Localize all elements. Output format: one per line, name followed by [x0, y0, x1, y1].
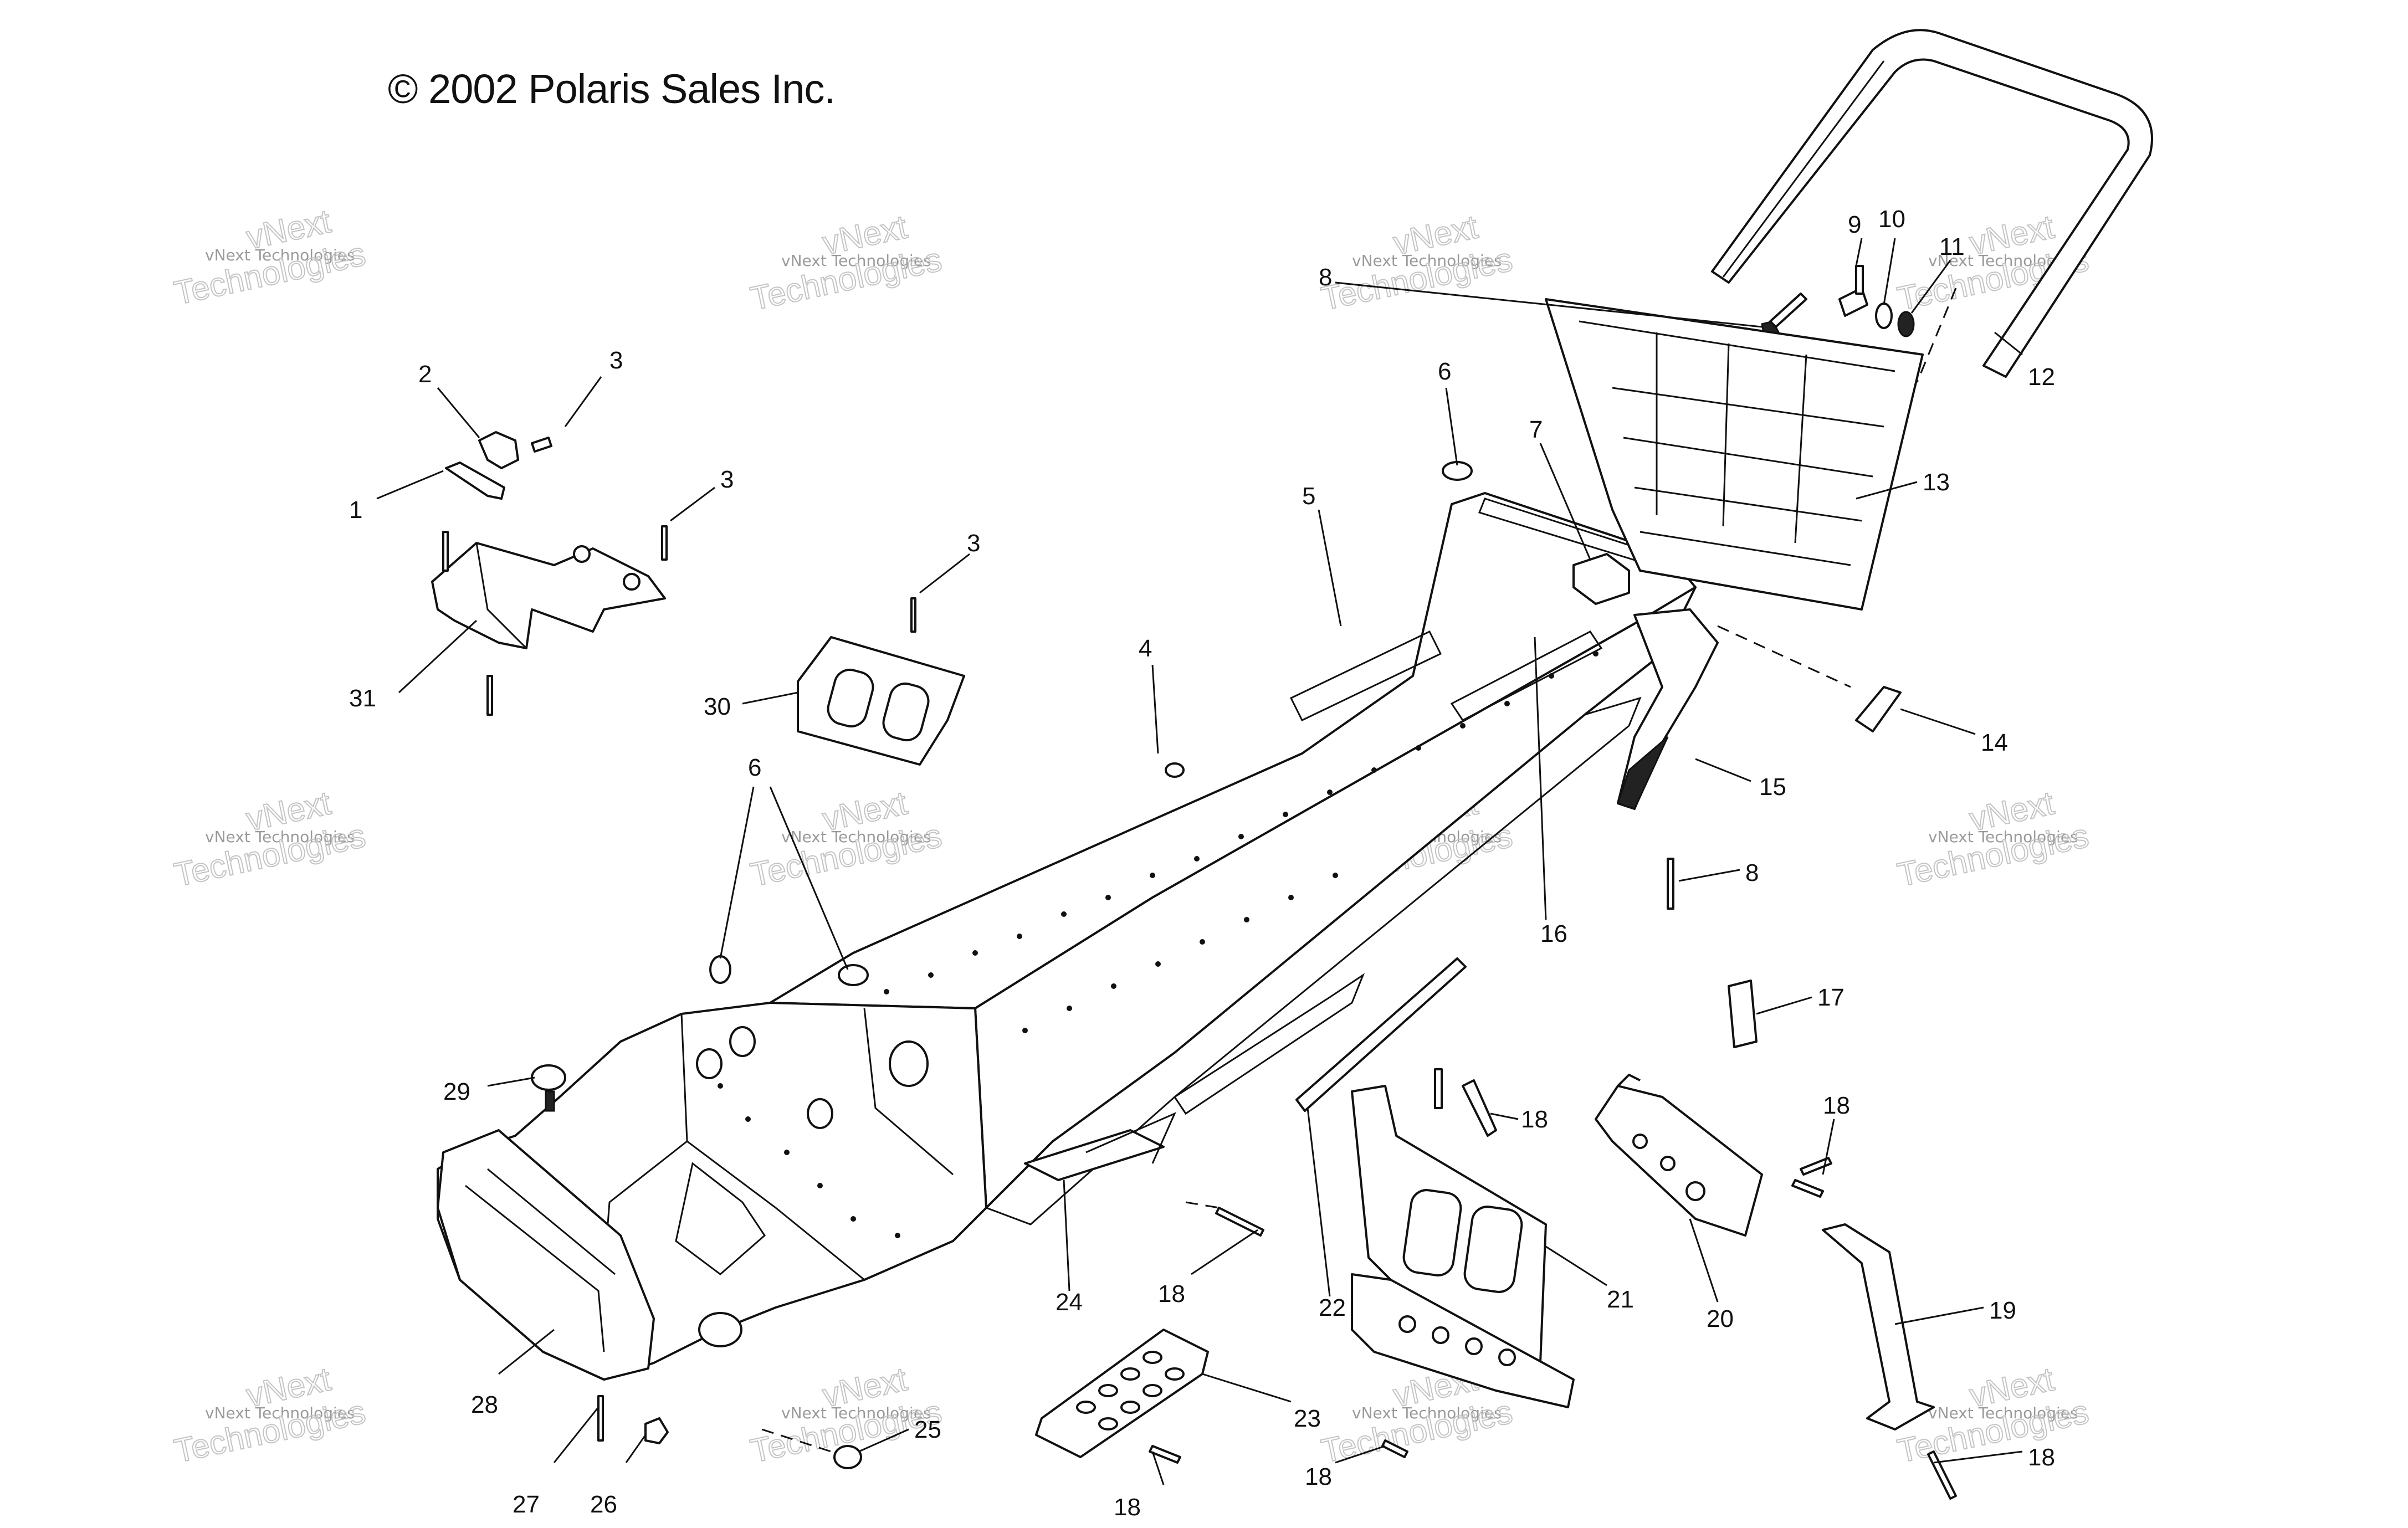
callout: 7 — [1529, 416, 1543, 443]
callout: 18 — [1158, 1280, 1185, 1307]
part-31-bracket — [431, 525, 668, 716]
callout: 14 — [1981, 729, 2008, 756]
callout: 27 — [513, 1491, 540, 1518]
callout: 12 — [2028, 363, 2055, 391]
part-26-nut — [644, 1417, 669, 1444]
callout: 5 — [1302, 483, 1315, 510]
callout: 18 — [1305, 1463, 1332, 1490]
rivet-holes — [718, 623, 1643, 1238]
leader-lines — [376, 238, 2023, 1485]
callout: 3 — [967, 530, 980, 557]
callout: 30 — [704, 693, 731, 720]
part-23-skid-plate — [1035, 1329, 1209, 1458]
callout: 18 — [1823, 1092, 1850, 1119]
copyright-notice: © 2002 Polaris Sales Inc. — [388, 66, 836, 112]
callout: 29 — [443, 1078, 470, 1105]
svg-text:vNext Technologies: vNext Technologies — [205, 246, 355, 264]
callout: 18 — [1521, 1106, 1548, 1133]
watermark: vNext Technologies vNext Technologies — [171, 202, 370, 312]
part-2-latch-hook — [478, 431, 519, 469]
part-18-cross-brace — [1351, 1273, 1575, 1408]
callout: 8 — [1319, 264, 1332, 291]
part-15-side-step — [1617, 608, 1719, 810]
part-18-bolts — [1149, 1079, 1957, 1500]
svg-text:vNext Technologies: vNext Technologies — [781, 1404, 931, 1422]
callout: 20 — [1707, 1305, 1734, 1332]
part-3-screw — [531, 437, 552, 453]
callout: 6 — [748, 754, 761, 781]
callout: 22 — [1319, 1294, 1346, 1321]
callout: 24 — [1056, 1289, 1083, 1316]
part-10-washer — [1875, 302, 1893, 329]
callout: 11 — [1939, 233, 1965, 260]
callout: 21 — [1607, 1286, 1634, 1313]
svg-text:vNext Technologies: vNext Technologies — [781, 252, 931, 270]
watermark: vNext Technologies vNext Technologies — [1894, 1360, 2093, 1470]
callout: 15 — [1759, 773, 1786, 801]
part-25-bushing — [833, 1445, 862, 1469]
part-7-stop — [1572, 553, 1630, 605]
callout: 1 — [349, 496, 362, 524]
part-19-rear-panel — [1791, 1179, 1935, 1430]
callout: 9 — [1848, 211, 1861, 238]
callout: 17 — [1817, 984, 1845, 1011]
callout: 13 — [1923, 469, 1950, 496]
callout: 25 — [914, 1416, 941, 1443]
part-22-rail-strip — [1295, 957, 1467, 1297]
part-6-grommet — [709, 461, 1473, 986]
part-27-bolt — [597, 1395, 604, 1442]
part-1-latch-plate — [445, 462, 505, 500]
callout: 16 — [1540, 920, 1567, 947]
svg-text:vNext Technologies: vNext Technologies — [205, 828, 355, 846]
callout: 26 — [590, 1491, 617, 1518]
part-17-stud — [1728, 980, 1758, 1048]
callout: 23 — [1294, 1405, 1321, 1432]
callout: 31 — [349, 685, 376, 712]
callout: 3 — [720, 466, 734, 493]
chassis-tunnel — [437, 492, 1697, 1381]
part-30-plate — [797, 597, 965, 766]
part-20-bracket — [1595, 1074, 1763, 1237]
svg-text:vNext Technologies: vNext Technologies — [1352, 1404, 1502, 1422]
callout: 18 — [1114, 1494, 1141, 1521]
callout: 3 — [609, 347, 623, 374]
callout: 6 — [1438, 358, 1451, 385]
watermark: vNext Technologies vNext Technologies — [171, 1360, 370, 1470]
part-13-snow-flap — [1545, 298, 1924, 611]
callout-labels: 1 2 3 3 3 4 5 6 6 7 8 9 10 11 12 13 14 1… — [349, 206, 2055, 1521]
part-29-clamp — [531, 1064, 566, 1112]
svg-text:vNext Technologies: vNext Technologies — [1352, 252, 1502, 270]
part-21-side-panel — [1351, 1068, 1547, 1364]
watermark: vNext Technologies vNext Technologies — [1318, 207, 1516, 317]
callout: 4 — [1139, 635, 1152, 662]
part-11-washer — [1897, 311, 1915, 337]
part-9-bolt — [1838, 265, 1868, 317]
svg-text:vNext Technologies: vNext Technologies — [1928, 828, 2078, 846]
callout: 10 — [1878, 206, 1905, 233]
watermark: vNext Technologies vNext Technologies — [1894, 783, 2093, 894]
svg-text:vNext Technologies: vNext Technologies — [205, 1404, 355, 1422]
watermark: vNext Technologies vNext Technologies — [747, 207, 946, 317]
callout: 18 — [2028, 1444, 2055, 1471]
svg-text:vNext Technologies: vNext Technologies — [1928, 1404, 2078, 1422]
callout: 19 — [1989, 1297, 2016, 1324]
callout: 8 — [1745, 859, 1759, 886]
part-14-clip — [1855, 686, 1902, 732]
callout: 28 — [471, 1391, 498, 1418]
callout: 2 — [418, 361, 432, 388]
watermark: vNext Technologies vNext Technologies — [171, 783, 370, 894]
part-12-grab-bar — [1711, 29, 2153, 378]
svg-text:vNext Technologies: vNext Technologies — [781, 828, 931, 846]
watermark: vNext Technologies vNext Technologies — [747, 783, 946, 894]
